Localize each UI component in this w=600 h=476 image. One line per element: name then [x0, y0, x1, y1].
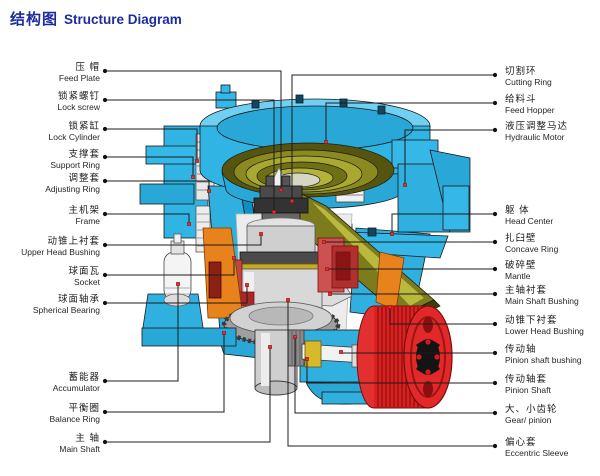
- label-accumulator-zh: 蓄能器: [68, 372, 100, 383]
- label-feed-hopper-zh: 给料斗: [505, 94, 537, 105]
- label-accumulator-en: Accumulator: [52, 383, 100, 393]
- label-main-shaft-bushing-zh: 主轴衬套: [505, 285, 548, 296]
- label-lock-cylinder-en: Lock Cylinder: [48, 132, 101, 142]
- label-pinion-shaft-en: Pinion Shaft: [505, 385, 551, 395]
- label-pinion-shaft-bushing-en: Pinion shaft bushing: [505, 355, 582, 365]
- label-feed-hopper-en: Feed Hopper: [505, 105, 555, 115]
- label-eccentric-sleeve-en: Eccentric Sleeve: [505, 448, 569, 458]
- page-title: 结构图 Structure Diagram: [10, 8, 182, 29]
- page-title-en: Structure Diagram: [64, 12, 182, 27]
- label-cutting-ring-en: Cutting Ring: [505, 77, 552, 87]
- label-upper-head-bushing-en: Upper Head Bushing: [21, 247, 100, 257]
- label-lower-head-bushing-en: Lower Head Bushing: [505, 326, 584, 336]
- label-adjusting-ring-zh: 调整套: [68, 173, 100, 184]
- label-main-shaft-bushing-en: Main Shaft Bushing: [505, 296, 579, 306]
- concave-ring-liners: [221, 142, 395, 198]
- label-main-shaft-zh: 主 轴: [75, 433, 100, 444]
- label-pinion-shaft-bushing-zh: 传动轴: [505, 344, 537, 355]
- label-balance-ring-zh: 平衡圈: [68, 403, 100, 414]
- pulley: [356, 305, 453, 409]
- label-frame-zh: 主机架: [68, 205, 100, 216]
- label-hydraulic-motor-zh: 液压调整马达: [505, 121, 569, 132]
- label-end-dots: [102, 68, 498, 449]
- label-socket-en: Socket: [74, 277, 100, 287]
- label-support-ring-en: Support Ring: [50, 160, 100, 170]
- leader-lines: [106, 70, 494, 447]
- label-socket-zh: 球面瓦: [68, 266, 100, 277]
- label-lower-head-bushing-zh: 动锥下衬套: [505, 315, 558, 326]
- label-lock-cylinder-zh: 锁紧缸: [68, 121, 100, 132]
- label-head-center-zh: 躯 体: [505, 205, 530, 216]
- label-spherical-bearing-en: Spherical Bearing: [32, 305, 100, 315]
- label-gear-pinion-zh: 大、小齿轮: [505, 404, 558, 415]
- label-concave-ring-en: Concave Ring: [505, 244, 559, 254]
- label-spherical-bearing-zh: 球面轴承: [57, 294, 100, 305]
- orange-wedges: [202, 227, 405, 319]
- label-frame-en: Frame: [75, 216, 100, 226]
- part-marker-dots: [176, 140, 407, 361]
- label-support-ring-zh: 支撑套: [68, 149, 100, 160]
- label-cutting-ring-zh: 切割环: [505, 66, 537, 77]
- label-mantle-zh: 破碎壁: [505, 260, 537, 271]
- label-upper-head-bushing-zh: 动锥上衬套: [47, 236, 100, 247]
- label-feed-plate-en: Feed Plate: [58, 73, 100, 83]
- label-head-center-en: Head Center: [505, 216, 554, 226]
- label-balance-ring-en: Balance Ring: [49, 414, 100, 424]
- main-shaft-lower: [254, 329, 298, 396]
- label-hydraulic-motor-en: Hydraulic Motor: [505, 132, 565, 142]
- label-mantle-en: Mantle: [505, 271, 531, 281]
- label-lock-screw-zh: 锁紧螺钉: [57, 91, 100, 102]
- label-concave-ring-zh: 扎臼壁: [505, 233, 537, 244]
- label-pinion-shaft-zh: 传动轴套: [505, 374, 548, 385]
- page-title-zh: 结构图: [10, 11, 59, 28]
- label-feed-plate-zh: 压 帽: [75, 62, 100, 73]
- accumulator-shape: [141, 233, 237, 347]
- label-lock-screw-en: Lock screw: [57, 102, 100, 112]
- label-adjusting-ring-en: Adjusting Ring: [45, 184, 100, 194]
- label-main-shaft-en: Main Shaft: [59, 444, 100, 454]
- label-gear-pinion-en: Gear/ pinion: [505, 415, 552, 425]
- label-eccentric-sleeve-zh: 偏心套: [505, 437, 537, 448]
